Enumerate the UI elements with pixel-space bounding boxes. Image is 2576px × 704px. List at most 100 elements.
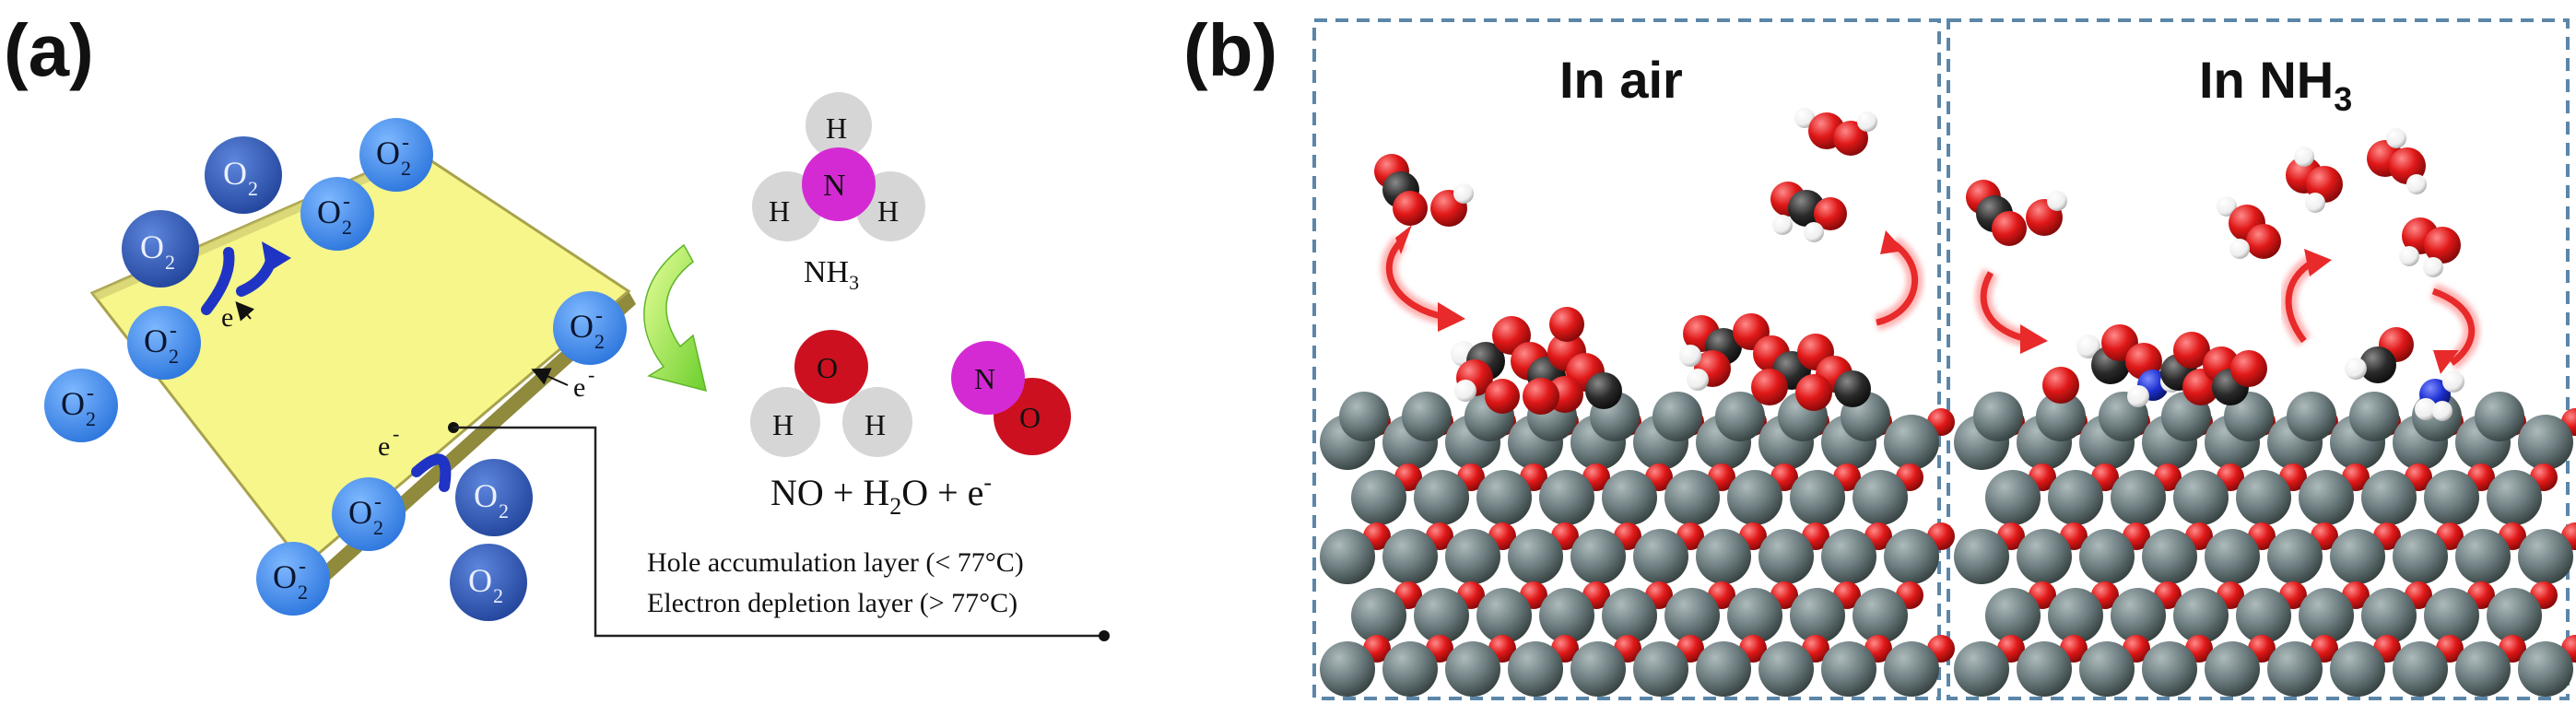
hydrogen-atom: [2229, 239, 2250, 259]
svg-text:-: -: [595, 304, 603, 328]
no-molecule: N O: [951, 341, 1071, 455]
molecules-in-nh3: [1966, 128, 2464, 421]
svg-text:N: N: [974, 362, 995, 395]
hydrogen-atom: [2047, 191, 2067, 211]
surface-metal-atom: [1570, 529, 1626, 584]
o2-molecule: O 2: [450, 544, 527, 621]
panel-a: (a) O 2 - O: [4, 9, 1110, 641]
svg-text:O: O: [376, 135, 400, 171]
svg-text:-: -: [374, 490, 382, 514]
surface-metal-atom: [2424, 470, 2479, 525]
surface-metal-atom: [2518, 529, 2573, 584]
surface-metal-atom: [2330, 641, 2385, 697]
svg-text:H: H: [769, 194, 790, 228]
svg-text:2: 2: [499, 499, 509, 522]
surface-metal-atom: [2267, 641, 2323, 697]
surface-metal-atom: [1790, 470, 1845, 525]
surface-metal-atom: [1727, 470, 1782, 525]
surface-metal-atom: [2048, 470, 2103, 525]
o2-minus-ion: O 2 -: [127, 306, 201, 380]
surface-metal-atom: [2173, 588, 2229, 643]
surface-metal-atom: [2017, 641, 2072, 697]
hydrogen-atom: [1794, 108, 1815, 128]
o2-minus-ion: O 2 -: [44, 369, 118, 442]
svg-text:2: 2: [248, 177, 258, 200]
svg-text:2: 2: [86, 407, 96, 430]
surface-metal-atom: [1351, 470, 1406, 525]
wire-line: [453, 426, 1104, 638]
surface-metal-atom: [2518, 641, 2573, 697]
svg-text:2: 2: [401, 157, 411, 180]
svg-text:H: H: [826, 111, 847, 145]
surface-metal-atom: [2487, 588, 2542, 643]
surface-metal-atom: [2349, 392, 2399, 441]
surface-metal-atom: [1445, 529, 1500, 584]
o2-minus-ion: O 2 -: [256, 542, 330, 616]
surface-metal-atom: [1759, 641, 1814, 697]
surface-metal-atom: [2299, 588, 2354, 643]
blue-arrow-head-icon: [262, 241, 291, 273]
adsorption-arrows: [201, 241, 452, 492]
surface-metal-atom: [1985, 588, 2041, 643]
svg-text:O: O: [61, 385, 85, 422]
oxygen-atom: [1523, 378, 1559, 415]
surface-metal-atom: [1633, 641, 1688, 697]
red-swirl-arrow-icon: [1874, 230, 1923, 331]
carbon-atom: [1585, 372, 1622, 409]
surface-metal-atom: [2142, 641, 2197, 697]
surface-metal-atom: [2236, 588, 2291, 643]
oxygen-atom: [1393, 191, 1428, 226]
surface-metal-atom: [1985, 470, 2041, 525]
surface-metal-atom: [1696, 641, 1751, 697]
surface-metal-atom: [2424, 588, 2479, 643]
red-swirl-arrow-icon: [2280, 249, 2332, 346]
electrode-dot: [1099, 630, 1110, 641]
nh3-molecule: H H H N NH3: [752, 92, 925, 294]
red-swirl-arrow-icon: [1975, 268, 2048, 354]
svg-text:2: 2: [493, 584, 503, 607]
oxygen-atom: [2424, 227, 2461, 264]
panel-b-right-title: In NH3: [2199, 51, 2352, 118]
surface-metal-atom: [2142, 529, 2197, 584]
surface-metal-atom: [2287, 392, 2336, 441]
hydrogen-atom: [1857, 111, 1877, 132]
surface-metal-atom: [1570, 641, 1626, 697]
panel-b-label: (b): [1183, 9, 1277, 91]
surface-metal-atom: [2487, 470, 2542, 525]
surface-metal-atom: [1790, 588, 1845, 643]
surface-metal-atom: [2475, 392, 2524, 441]
surface-metal-atom: [2079, 529, 2135, 584]
hydrogen-atom: [2127, 385, 2149, 407]
oxygen-atom: [2042, 367, 2079, 404]
hydrogen-atom: [2442, 370, 2464, 393]
surface-metal-atom: [2518, 415, 2573, 470]
surface-metal-atom: [2205, 641, 2260, 697]
surface-metal-atom: [1821, 641, 1876, 697]
svg-text:O: O: [273, 558, 297, 595]
nh3-label: NH3: [804, 255, 859, 294]
svg-text:2: 2: [342, 216, 352, 239]
svg-text:-: -: [170, 319, 177, 343]
svg-text:O: O: [348, 494, 372, 531]
o2-minus-ions: O 2 - O 2 - O 2 - O 2: [44, 118, 627, 616]
svg-text:-: -: [393, 422, 399, 445]
surface-metal-atom: [2036, 392, 2086, 441]
o2-minus-ion: O 2 -: [300, 177, 374, 251]
surface-metal-atom: [1339, 392, 1389, 441]
svg-text:2: 2: [298, 581, 308, 604]
surface-metal-atom: [1884, 641, 1939, 697]
surface-metal-atom: [2111, 588, 2166, 643]
svg-text:O: O: [1019, 401, 1041, 434]
svg-text:-: -: [299, 555, 306, 579]
svg-text:O: O: [570, 308, 594, 345]
oxygen-atom: [2246, 224, 2281, 259]
surface-metal-atom: [1727, 588, 1782, 643]
oxygen-atom: [1992, 211, 2027, 246]
svg-text:e: e: [221, 302, 233, 333]
blue-curve-arrow-icon: [411, 453, 452, 492]
electron-label: e -: [531, 363, 594, 403]
surface-metal-atom: [2393, 529, 2448, 584]
surface-metal-atom: [1508, 529, 1563, 584]
surface-metal-atom: [1653, 392, 1702, 441]
surface-metal-atom: [2361, 588, 2417, 643]
